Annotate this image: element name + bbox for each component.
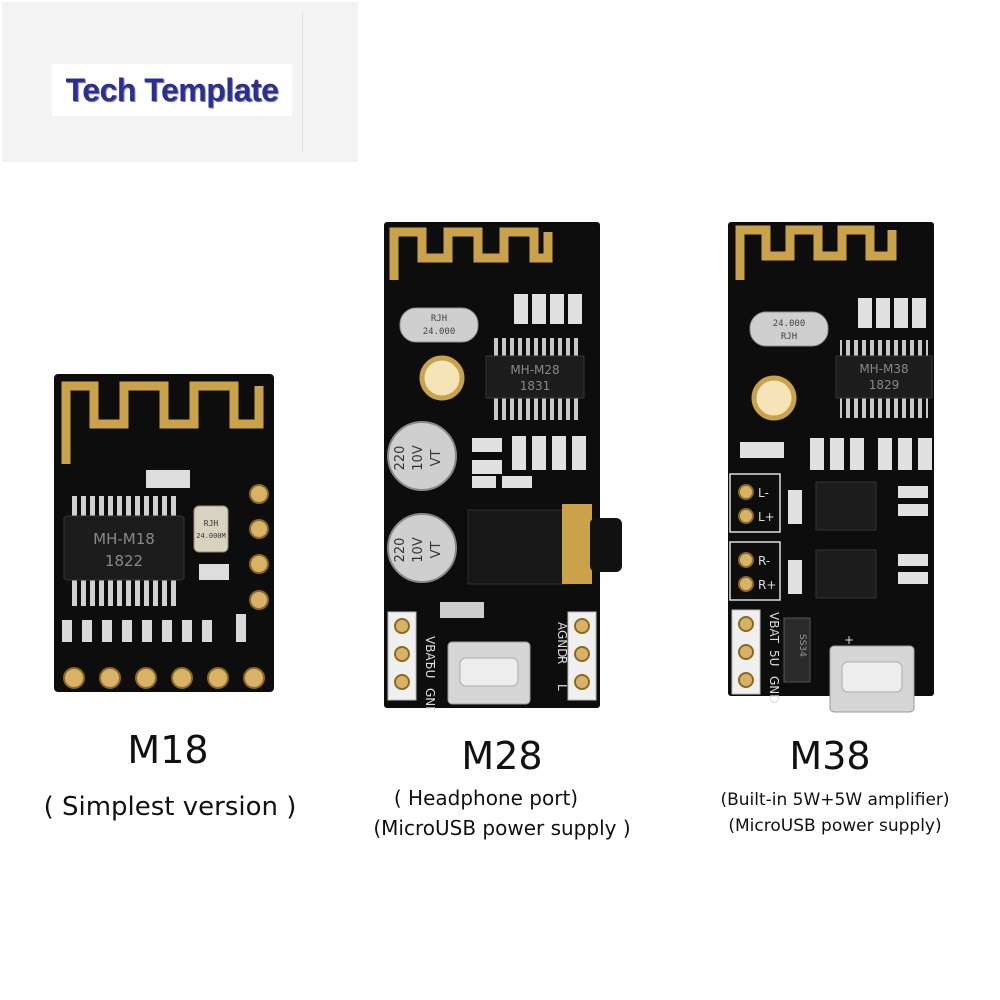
micro-usb-opening	[841, 661, 903, 693]
pin-label-agnd: AGND	[555, 622, 569, 658]
chip-date-m18: 1822	[105, 552, 143, 570]
chip-m28	[485, 355, 585, 399]
pin-pads-left	[738, 616, 754, 688]
smd-part-group	[740, 438, 932, 594]
side-pads-m18	[249, 484, 269, 610]
pin-label-vbat: VBAT	[767, 612, 781, 644]
headphone-jack-shell	[562, 504, 592, 584]
output-label-r-plus: R+	[758, 578, 776, 592]
model-title-m18: M18	[127, 728, 209, 772]
crystal-freq-m38: 24.000	[773, 319, 806, 329]
chip-date-m28: 1831	[520, 379, 551, 393]
headphone-socket	[590, 518, 622, 572]
caption-m38-line1: (Built-in 5W+5W amplifier)	[720, 790, 950, 810]
output-frames	[729, 473, 781, 601]
plus-marker: +	[844, 633, 854, 647]
antenna-trace-icon	[61, 381, 264, 464]
pin-label-5v: 5U	[423, 662, 437, 678]
brand-divider	[302, 12, 303, 152]
smd-part-group	[858, 298, 926, 328]
model-title-m28: M28	[461, 734, 543, 778]
caption-m38-line2: (MicroUSB power supply)	[728, 816, 942, 836]
bottom-pads-m18	[63, 667, 265, 689]
chip-pins-m38	[840, 340, 928, 360]
pin-pads-right	[574, 618, 590, 690]
pin-label-5v: 5U	[767, 650, 781, 666]
crystal-m28	[399, 307, 479, 343]
board-m38-image: 24.000 RJH MH-M38 1829 L- L+ R- R+ VBAT …	[728, 222, 934, 713]
crystal-label-m38: RJH	[781, 332, 797, 342]
crystal-freq-m28: 24.000	[423, 327, 456, 337]
caption-m28-line1: ( Headphone port)	[393, 786, 579, 810]
board-m28-image: RJH 24.000 MH-M28 1831 220 10V VT 220 10…	[384, 222, 622, 710]
brand-watermark-panel: Tech Template	[2, 2, 358, 162]
caption-m28-line2: (MicroUSB power supply )	[373, 816, 631, 840]
chip-pins-m18	[70, 496, 180, 606]
pin-label-r: R	[555, 656, 569, 664]
smd-part	[199, 564, 229, 580]
chip-pins-m28	[490, 396, 580, 420]
antenna-trace-icon	[389, 227, 553, 280]
chip-m18	[63, 515, 185, 581]
brand-logo-text: Tech Template	[52, 64, 292, 116]
caption-m18: ( Simplest version )	[43, 792, 297, 822]
smd-part	[146, 470, 190, 488]
crystal-m18	[193, 505, 229, 553]
crystal-m38	[749, 311, 829, 347]
crystal-label-m18: RJH	[204, 519, 219, 528]
smd-resistor-row	[62, 614, 246, 642]
capacitor-value: 220	[393, 446, 408, 471]
mounting-hole	[751, 375, 797, 421]
crystal-freq-m18: 24.000M	[196, 532, 226, 540]
pin-label-gnd: GND	[767, 676, 781, 704]
mounting-hole	[419, 355, 465, 401]
smd-part-group	[514, 294, 582, 324]
capacitor-1: 220 10V VT	[387, 421, 457, 491]
diode-label: SS34	[797, 634, 807, 657]
output-label-r-minus: R-	[758, 554, 770, 568]
model-title-m38: M38	[789, 734, 871, 778]
chip-label-m28: MH-M28	[510, 363, 559, 377]
chip-pins-m28	[490, 338, 580, 360]
capacitor-series: VT	[429, 450, 444, 467]
output-label-l-minus: L-	[758, 486, 769, 500]
smd-part-group	[472, 436, 586, 488]
amplifier-chip-right	[815, 549, 877, 599]
output-label-l-plus: L+	[758, 510, 775, 524]
capacitor-voltage: 10V	[411, 445, 426, 471]
chip-pins-m38	[840, 396, 928, 418]
micro-usb-opening	[459, 657, 519, 687]
pin-label-vbat: VBAT	[423, 636, 437, 668]
chip-m38	[835, 355, 933, 399]
amplifier-chip-left	[815, 481, 877, 531]
antenna-trace-icon	[735, 225, 897, 280]
crystal-label-m28: RJH	[431, 314, 447, 324]
capacitor-value: 220	[393, 538, 408, 563]
capacitor-2: 220 10V VT	[387, 513, 457, 583]
chip-date-m38: 1829	[869, 378, 900, 392]
output-pads	[738, 484, 754, 592]
board-m18-image: RJH 24.000M MH-M18 1822	[54, 374, 274, 692]
diode-ss34	[783, 617, 811, 683]
chip-label-m38: MH-M38	[859, 362, 908, 376]
pin-label-l: L	[555, 684, 569, 691]
capacitor-voltage: 10V	[411, 537, 426, 563]
capacitor-series: VT	[429, 542, 444, 559]
smd-diode	[440, 602, 484, 618]
headphone-jack	[467, 509, 569, 585]
chip-label-m18: MH-M18	[93, 530, 155, 548]
pin-pads-left	[394, 618, 410, 690]
pin-label-gnd: GND	[423, 688, 437, 710]
